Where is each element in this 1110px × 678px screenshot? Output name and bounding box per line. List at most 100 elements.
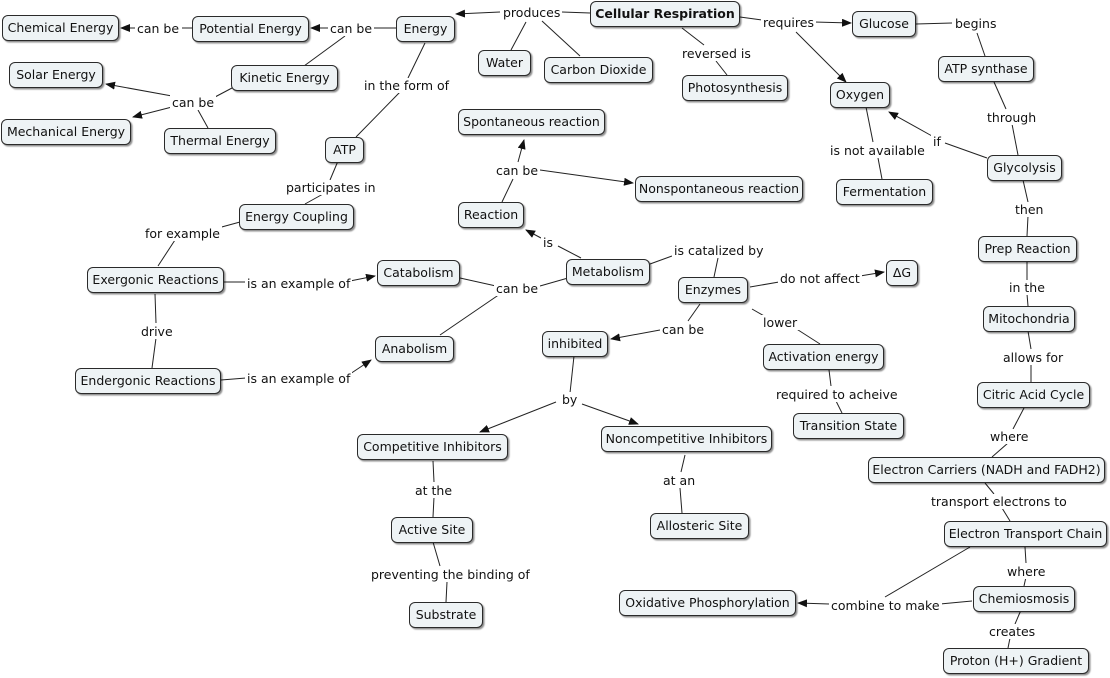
link-produces: produces: [501, 5, 563, 20]
line-creates-proton: [1007, 637, 1011, 649]
link-in-the: in the: [1007, 280, 1047, 295]
node-solar-energy[interactable]: Solar Energy: [9, 62, 103, 88]
link-reversed-is: reversed is: [680, 46, 753, 61]
node-kinetic-energy[interactable]: Kinetic Energy: [231, 65, 338, 91]
node-fermentation[interactable]: Fermentation: [836, 179, 933, 205]
link-where-1: where: [988, 429, 1031, 444]
link-is-not-available: is not available: [828, 143, 927, 158]
line-lower-activation: [794, 327, 821, 345]
link-in-the-form-of: in the form of: [362, 78, 452, 93]
line-combine-oxphos: [797, 599, 830, 608]
node-cellular-respiration[interactable]: Cellular Respiration: [590, 1, 740, 27]
line-forexample-exergonic: [157, 239, 176, 267]
link-then: then: [1013, 202, 1046, 217]
node-catabolism[interactable]: Catabolism: [377, 260, 460, 286]
node-atp[interactable]: ATP: [325, 137, 364, 163]
link-is-catalized-by: is catalized by: [672, 243, 766, 258]
node-water[interactable]: Water: [478, 50, 531, 76]
link-allows-for: allows for: [1001, 350, 1066, 365]
line-formof-atp: [355, 91, 401, 138]
node-oxygen[interactable]: Oxygen: [830, 82, 890, 108]
line-is-reaction: [525, 229, 542, 239]
line-participates-coupling: [304, 193, 324, 205]
node-atp-synthase[interactable]: ATP synthase: [938, 56, 1034, 82]
line-carriers-transport: [984, 482, 995, 495]
line-endergonic-example: [220, 377, 247, 381]
link-requires: requires: [761, 15, 816, 30]
link-metabolism-can-be: can be: [494, 281, 541, 296]
link-enzymes-can-be: can be: [660, 322, 707, 337]
node-mitochondria[interactable]: Mitochondria: [983, 306, 1075, 332]
line-where-carriers: [991, 442, 1009, 458]
node-anabolism[interactable]: Anabolism: [375, 336, 454, 362]
line-example-anabolism: [349, 359, 372, 375]
line-example-catabolism: [349, 273, 376, 282]
node-inhibited[interactable]: inhibited: [542, 331, 608, 357]
node-oxidative-phosphorylation[interactable]: Oxidative Phosphorylation: [619, 590, 796, 616]
node-energy[interactable]: Energy: [396, 16, 455, 42]
node-noncompetitive-inhibitors[interactable]: Noncompetitive Inhibitors: [601, 426, 772, 452]
link-transport-electrons-to: transport electrons to: [929, 494, 1069, 509]
node-delta-g[interactable]: ΔG: [886, 260, 918, 286]
link-lower: lower: [761, 315, 800, 330]
node-electron-transport-chain[interactable]: Electron Transport Chain: [944, 521, 1107, 547]
node-prep-reaction[interactable]: Prep Reaction: [978, 236, 1077, 262]
link-if: if: [931, 134, 943, 149]
node-active-site[interactable]: Active Site: [391, 517, 473, 543]
line-canbe-mechanical: [132, 106, 173, 119]
node-photosynthesis[interactable]: Photosynthesis: [682, 75, 788, 101]
node-glucose[interactable]: Glucose: [852, 11, 916, 37]
link-begins: begins: [953, 16, 999, 31]
line-enzymes-canbe: [687, 303, 701, 322]
line-catalized-enzymes: [713, 257, 719, 278]
line-drive-endergonic: [151, 337, 157, 369]
line-oxygen-notavail: [865, 106, 874, 143]
link-exergonic-example-of: is an example of: [245, 276, 353, 291]
node-competitive-inhibitors[interactable]: Competitive Inhibitors: [357, 434, 508, 460]
node-reaction[interactable]: Reaction: [458, 202, 524, 228]
node-nonspontaneous-reaction[interactable]: Nonspontaneous reaction: [635, 176, 803, 202]
node-activation-energy[interactable]: Activation energy: [763, 344, 884, 370]
node-carbon-dioxide[interactable]: Carbon Dioxide: [544, 57, 653, 83]
node-chemical-energy[interactable]: Chemical Energy: [2, 15, 119, 41]
line-notavail-fermentation: [877, 157, 883, 180]
node-glycolysis[interactable]: Glycolysis: [987, 155, 1062, 181]
node-transition-state[interactable]: Transition State: [793, 413, 904, 439]
node-endergonic-reactions[interactable]: Endergonic Reactions: [75, 368, 221, 394]
link-at-the: at the: [413, 483, 455, 498]
line-activation-required: [828, 369, 832, 387]
node-mechanical-energy[interactable]: Mechanical Energy: [1, 119, 131, 145]
node-enzymes[interactable]: Enzymes: [678, 277, 748, 303]
line-cr-requires: [739, 16, 763, 21]
line-preventing-substrate: [445, 581, 448, 603]
line-etc-combine: [884, 546, 971, 598]
line-atp-participates: [329, 160, 339, 181]
link-for-example: for example: [143, 226, 222, 241]
node-exergonic-reactions[interactable]: Exergonic Reactions: [87, 267, 224, 293]
line-produces-co2: [541, 20, 581, 57]
line-chemi-combine: [939, 600, 973, 605]
line-donot-deltag: [859, 269, 885, 278]
line-transport-etc: [1001, 507, 1011, 522]
line-chemi-creates: [1014, 609, 1022, 625]
line-mito-allows: [1027, 330, 1032, 350]
node-proton-gradient[interactable]: Proton (H+) Gradient: [943, 648, 1089, 674]
line-atpsynthase-through: [993, 81, 1007, 110]
line-glycolysis-if: [944, 142, 988, 159]
node-thermal-energy[interactable]: Thermal Energy: [164, 128, 276, 154]
node-chemiosmosis[interactable]: Chemiosmosis: [973, 586, 1075, 612]
line-canbe-catabolism: [459, 277, 497, 287]
node-allosteric-site[interactable]: Allosteric Site: [650, 513, 749, 539]
node-citric-acid-cycle[interactable]: Citric Acid Cycle: [977, 382, 1090, 408]
line-by-noncompetitive: [581, 403, 639, 425]
node-electron-carriers[interactable]: Electron Carriers (NADH and FADH2): [868, 457, 1105, 483]
node-metabolism[interactable]: Metabolism: [566, 259, 650, 285]
node-substrate[interactable]: Substrate: [409, 602, 483, 628]
node-energy-coupling[interactable]: Energy Coupling: [239, 204, 354, 230]
node-potential-energy[interactable]: Potential Energy: [192, 16, 309, 42]
line-atan-allosteric: [679, 487, 683, 514]
node-spontaneous-reaction[interactable]: Spontaneous reaction: [458, 109, 605, 135]
link-reaction-can-be: can be: [494, 163, 541, 178]
